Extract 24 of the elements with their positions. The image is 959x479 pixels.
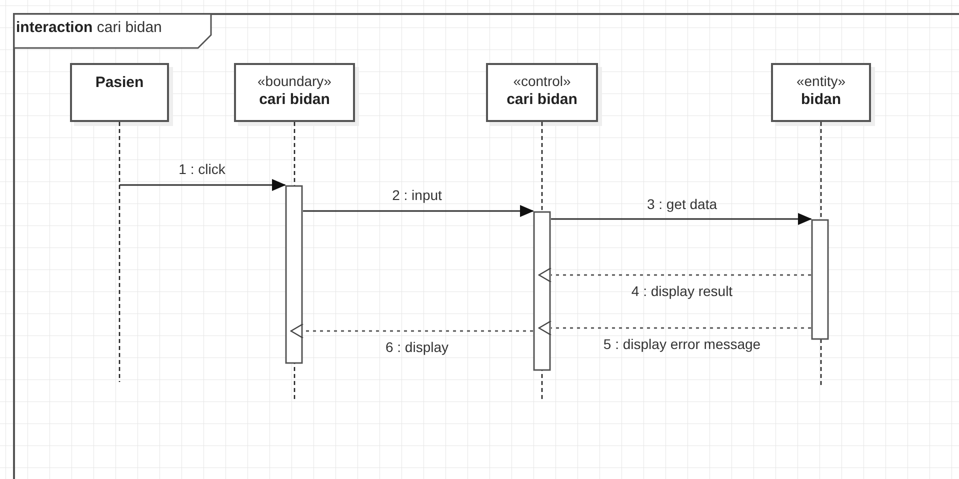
message-label: 1 : click <box>178 160 226 178</box>
activation-bar <box>285 185 303 364</box>
message-label: 2 : input <box>392 186 442 204</box>
activation-bar <box>811 219 829 340</box>
activation-bar <box>533 211 551 371</box>
lifeline-name: bidan <box>801 90 841 109</box>
message-label: 6 : display <box>385 338 449 356</box>
stereotype-label: «control» <box>513 73 571 90</box>
lifeline-name: cari bidan <box>506 90 578 109</box>
stereotype-label: «boundary» <box>258 73 332 90</box>
message-label: 3 : get data <box>646 195 718 213</box>
lifeline-name: cari bidan <box>259 90 330 109</box>
return-message-arrow <box>290 323 533 339</box>
frame-box <box>13 13 959 479</box>
message-arrow <box>120 179 286 191</box>
message-label: 4 : display result <box>631 282 733 300</box>
stereotype-label: «entity» <box>796 73 846 90</box>
message-label: 5 : display error message <box>603 335 761 353</box>
message-arrow <box>303 205 534 217</box>
frame-title: interaction cari bidan <box>16 18 162 38</box>
lifeline-name: Pasien <box>95 73 144 92</box>
return-message-arrow <box>538 267 811 283</box>
message-arrow <box>551 213 812 225</box>
return-message-arrow <box>538 320 811 336</box>
